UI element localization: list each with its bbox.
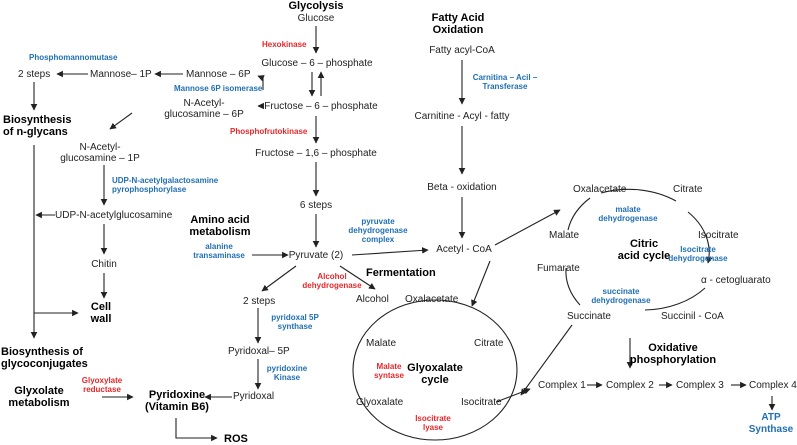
heading-fermentation: Fermentation [366,267,436,279]
metabolite-beta-oxidation: Beta - oxidation [427,182,497,193]
enzyme-hexokinase: Hexokinase [262,40,307,49]
heading-glyxolate-metabolism: Glyxolate metabolism [8,385,70,409]
heading-glyoxalate-cycle: Glyoxalate cycle [407,362,463,386]
arrow-acetyl-citric [494,209,561,246]
metabolite-alcohol: Alcohol [356,294,389,305]
citric-cycle-arc-bottom [644,287,706,311]
arrow-succinate-isocitrate [520,324,573,396]
metabolite-udp-nacetylglucosamine: UDP-N-acetylglucosamine [55,210,173,221]
metabolite-chitin: Chitin [91,259,117,270]
arrow-pyruvate-alcohol [339,265,376,290]
enzyme-alcohol-dehydrogenase: Alcohol dehydrogenase [302,272,362,290]
heading-glycolysis: Glycolysis [288,0,344,12]
citric-cetoglutarate: α - cetogluarato [701,275,771,286]
complex-4: Complex 4 [749,380,797,391]
arrow-isocitrate-complex1 [495,388,531,403]
glyox-malate: Malate [366,338,397,349]
heading-cell-wall: Cell wall [90,301,112,325]
heading-fatty-acid-oxidation: Fatty Acid Oxidation [431,12,485,36]
complex-1: Complex 1 [538,380,586,391]
metabolite-glucose: Glucose [297,13,335,24]
enzyme-glyoxylate-reductase: Glyoxylate reductase [81,376,123,394]
metabolite-f6p: Fructose – 6 – phosphate [264,101,378,112]
citric-isocitrate: Isocitrate [698,230,739,241]
complex-2: Complex 2 [606,380,654,391]
heading-biosynthesis-nglycans: Biosynthesis of n-glycans [3,114,72,138]
metabolite-nacetyl-1p: N-Acetyl- glucosamine – 1P [60,142,140,164]
heading-oxidative-phosphorylation: Oxidative phosphorylation [629,342,717,366]
citric-succinil-coa: Succinil - CoA [661,311,724,322]
metabolite-carnitine-acyl-fatty: Carnitine - Acyl - fatty [414,111,510,122]
citric-oxalacetate: Oxalacetate [573,184,627,195]
citric-cycle-arc-right [687,211,713,264]
enzyme-phosphofrutokinase: Phosphofrutokinase [230,127,308,136]
metabolite-mannose-6p: Mannose – 6P [186,69,251,80]
arrow-to-mannose6p [257,75,265,82]
enzyme-pyridoxine-kinase: pyridoxine Kinase [266,364,308,382]
enzyme-alanine-transaminase: alanine transaminase [193,242,245,260]
metabolite-6-steps: 6 steps [299,200,333,211]
metabolite-nacetyl-6p: N-Acetyl- glucosamine – 6P [164,98,244,120]
enzyme-pyridoxal-5p-synthase: pyridoxal 5P synthase [271,313,319,331]
glyoxalate-cycle-ring [352,299,518,441]
citric-cycle-arc-left-top [567,197,591,231]
citric-succinate: Succinate [567,311,611,322]
glyox-glyoxalate: Glyoxalate [356,397,404,408]
atp-synthase: ATP Synthase [748,412,794,435]
arrow-pyruvate-acetyl [351,247,429,256]
glyox-citrate: Citrate [474,338,504,349]
heading-pyridoxine: Pyridoxine (Vitamin B6) [145,389,209,413]
citric-cycle-arc-top [600,188,677,202]
complex-3: Complex 3 [676,380,724,391]
enzyme-malate-dehydrogenase: malate dehydrogenase [598,205,658,223]
enzyme-malate-synthase: Malate syntase [374,362,404,380]
enzyme-udp-pyrophosphorylase: UDP-N-acetylgalactosamine pyrophosphoryl… [112,176,219,194]
arrow-pyridoxine-ros [175,418,218,442]
metabolite-g6p: Glucose – 6 – phosphate [261,58,373,69]
glyox-oxalacetate: Oxalacetate [405,294,459,305]
enzyme-isocitrate-dehydrogenase: Isocitrate dehydrogenase [668,245,728,263]
heading-ros: ROS [224,433,248,445]
citric-malate: Malate [549,230,580,241]
enzyme-isocitrate-lyase: Isocitrate lyase [415,414,451,432]
citric-fumarate: Fumarate [537,263,580,274]
arrow-nacetyl6p-nacetyl1p [109,112,133,130]
enzyme-pyruvate-dehydrogenase-complex: pyruvate dehydrogenase complex [348,217,408,244]
metabolite-pyridoxal-5p: Pyridoxal– 5P [228,346,290,357]
metabolite-pyridoxal: Pyridoxal [233,391,275,402]
enzyme-phosphomannomutase: Phosphomannomutase [29,53,118,62]
arrow-pyruvate-2steps [261,265,297,292]
enzyme-succinate-dehydrogenase: succinate dehydrogenase [591,287,651,305]
metabolite-pyruvate: Pyruvate (2) [288,250,344,261]
metabolite-2-steps-pyridoxal: 2 steps [243,296,276,307]
metabolite-fatty-acyl-coa: Fatty acyl-CoA [429,45,495,56]
metabolite-2-steps-nglycan: 2 steps [18,69,51,80]
metabolite-acetyl-coa: Acetyl - CoA [436,244,492,255]
heading-citric-acid-cycle: Citric acid cycle [617,238,671,262]
metabolite-mannose-1p: Mannose– 1P [90,69,152,80]
metabolite-f16p: Fructose – 1,6 – phosphate [255,148,377,159]
arrow-acetyl-glyox [471,260,491,307]
citric-citrate: Citrate [673,184,703,195]
heading-amino-acid-metabolism: Amino acid metabolism [189,214,251,238]
citric-cycle-arc-left [565,267,581,306]
heading-biosynthesis-glycoconjugates: Biosynthesis of glycoconjugates [1,346,88,370]
enzyme-carnitina-acil-transferase: Carnitina – Acil – Transferase [472,73,538,91]
glyox-isocitrate: Isocitrate [461,397,502,408]
enzyme-mannose-6p-isomerase: Mannose 6P isomerase [174,84,263,93]
